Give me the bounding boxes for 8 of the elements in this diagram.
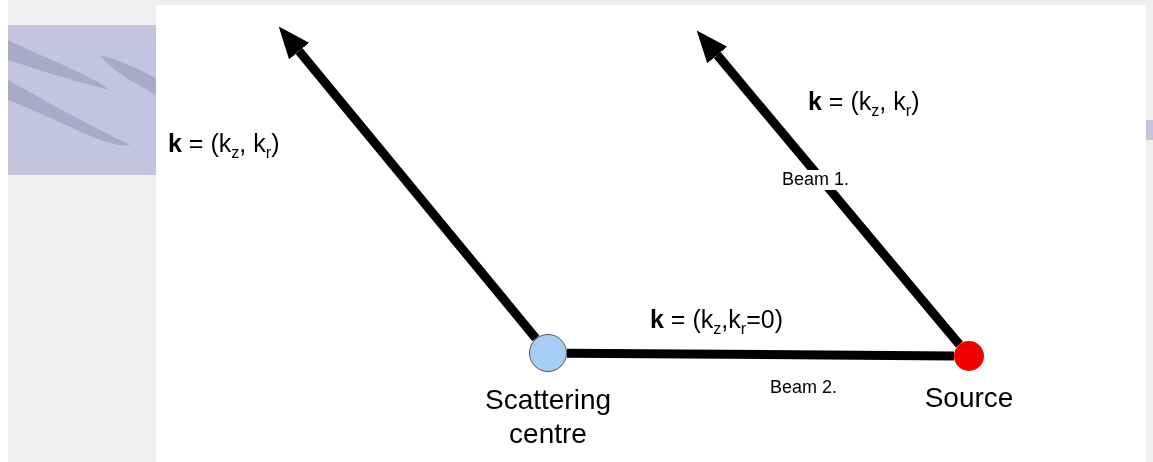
wave-vector-label: k = (k$_{z}$,k$_{r}$=0) <box>649 306 785 338</box>
point-label: Source <box>923 381 1015 415</box>
arrow <box>278 26 540 342</box>
point-label: Scattering centre <box>483 383 613 451</box>
arrow <box>696 30 963 348</box>
wave-vector-label: Beam 2. <box>769 378 839 398</box>
wave-vector-label: k = (k$_{z}$, k$_{r}$) <box>807 88 921 120</box>
wave-vector-label: k = (k$_{z}$, k$_{r}$) <box>167 130 281 162</box>
